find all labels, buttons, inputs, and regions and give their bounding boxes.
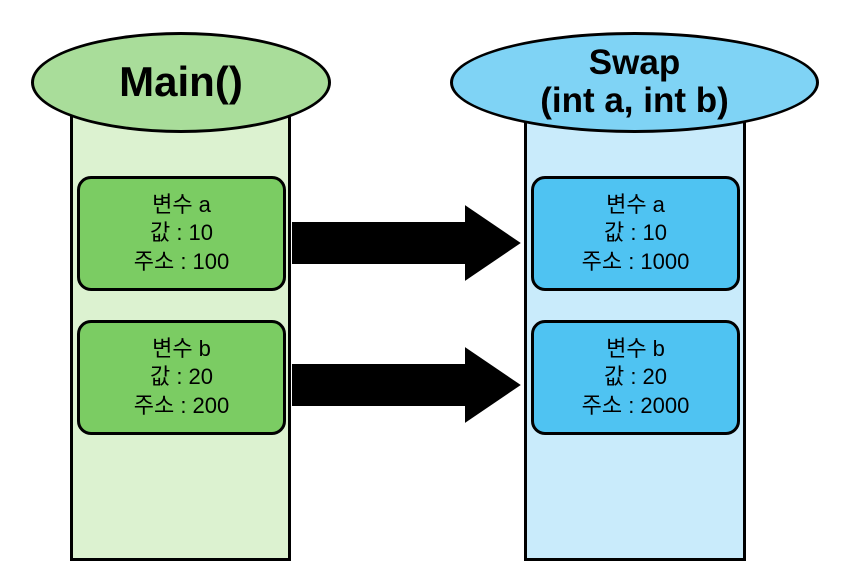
main-function-ellipse: Main(): [31, 32, 331, 133]
swap-function-name: Swap: [588, 43, 681, 83]
variable-name: 변수 a: [152, 192, 211, 218]
variable-value: 값 : 20: [149, 364, 214, 390]
main-variable-b-box: 변수 b 값 : 20 주소 : 200: [77, 320, 286, 435]
swap-variable-a-box: 변수 a 값 : 10 주소 : 1000: [531, 176, 740, 291]
swap-function-ellipse: Swap (int a, int b): [450, 32, 819, 133]
variable-value: 값 : 10: [149, 220, 214, 246]
variable-address: 주소 : 100: [133, 248, 230, 274]
swap-variable-b-box: 변수 b 값 : 20 주소 : 2000: [531, 320, 740, 435]
variable-address: 주소 : 1000: [581, 248, 690, 274]
pass-a-arrow-icon: [291, 205, 521, 281]
main-variable-a-box: 변수 a 값 : 10 주소 : 100: [77, 176, 286, 291]
pass-b-arrow-icon: [291, 347, 521, 423]
variable-address: 주소 : 2000: [581, 392, 690, 418]
main-function-label: Main(): [119, 57, 243, 105]
variable-name: 변수 b: [606, 336, 665, 362]
main-function-label-group: Main(): [119, 58, 243, 108]
variable-name: 변수 a: [606, 192, 665, 218]
variable-name: 변수 b: [152, 336, 211, 362]
variable-value: 값 : 10: [603, 220, 668, 246]
variable-address: 주소 : 200: [133, 392, 230, 418]
variable-value: 값 : 20: [603, 364, 668, 390]
swap-function-params: (int a, int b): [540, 80, 729, 120]
swap-function-label-group: Swap (int a, int b): [540, 44, 729, 120]
